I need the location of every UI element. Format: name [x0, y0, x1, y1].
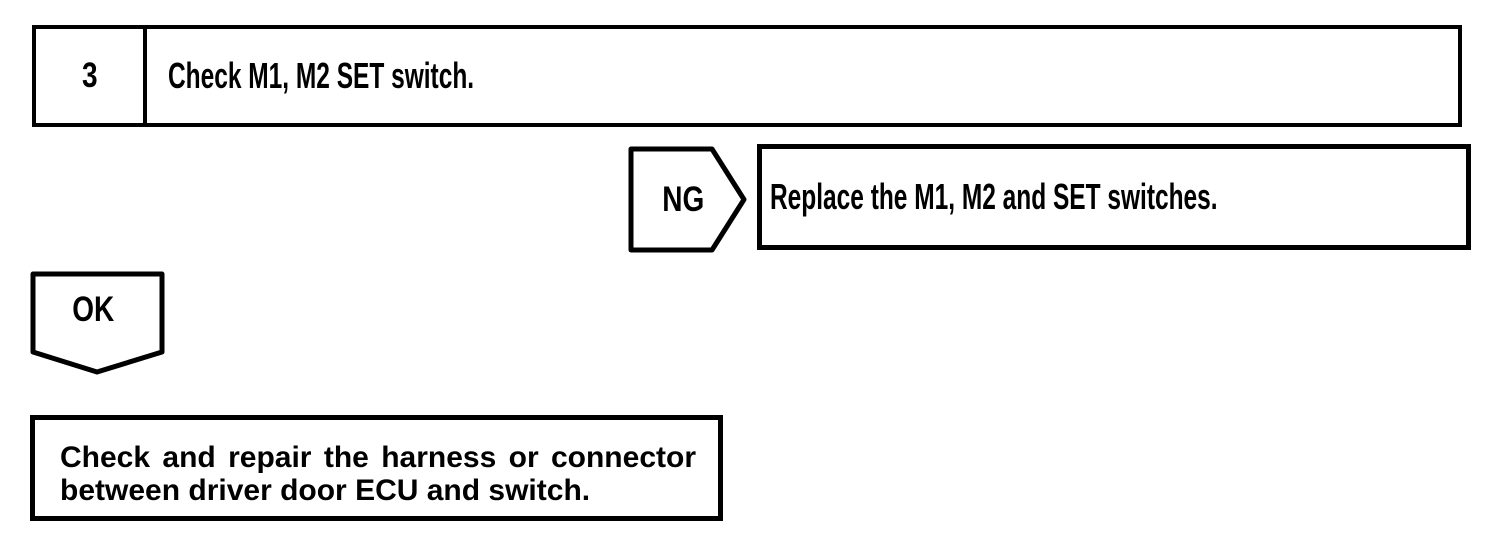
ok-arrow-icon [30, 271, 165, 375]
step-number-cell: 3 [36, 29, 147, 123]
result-line-1: Check and repair the harness or connecto… [60, 441, 696, 474]
step-box: 3 Check M1, M2 SET switch. [32, 25, 1462, 127]
result-line-2: between driver door ECU and switch. [60, 474, 591, 507]
step-instruction: Check M1, M2 SET switch. [168, 55, 475, 96]
ok-label-wrap: OK [30, 271, 165, 375]
ng-label: NG [662, 179, 705, 219]
ng-arrow-icon [628, 146, 747, 253]
result-box: Check and repair the harness or connecto… [30, 415, 723, 521]
ok-label: OK [72, 290, 115, 329]
ng-label-wrap: NG [628, 146, 747, 253]
step-instruction-cell: Check M1, M2 SET switch. [147, 29, 1458, 123]
ng-action-box: Replace the M1, M2 and SET switches. [757, 144, 1471, 250]
step-number: 3 [81, 56, 98, 95]
ok-pentagon: OK [30, 271, 165, 375]
ng-pentagon: NG [628, 146, 747, 253]
ng-action-text: Replace the M1, M2 and SET switches. [770, 176, 1218, 217]
